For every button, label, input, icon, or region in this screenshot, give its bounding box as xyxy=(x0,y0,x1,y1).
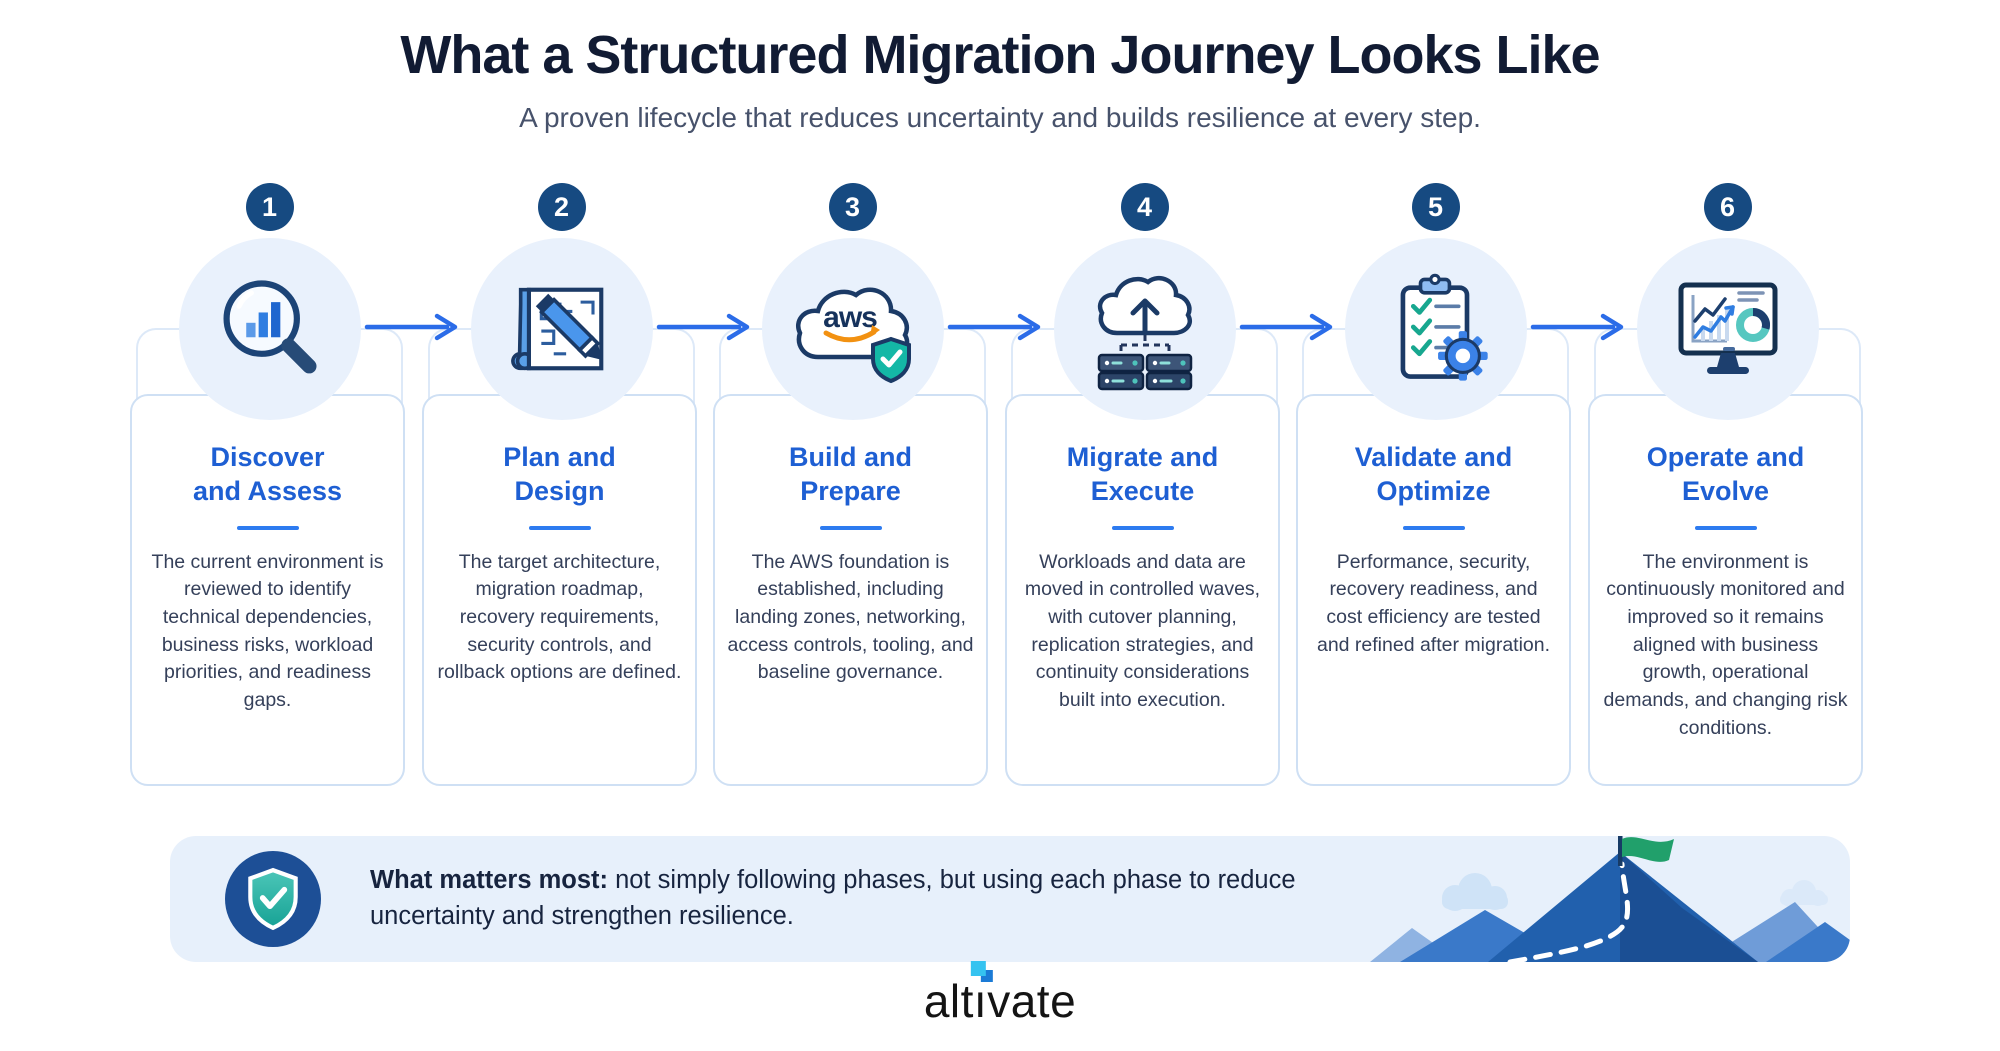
mountain-journey-illustration xyxy=(1370,836,1850,962)
step-icon-circle: aws xyxy=(761,238,944,420)
flow-arrow-icon xyxy=(364,313,458,341)
title-divider xyxy=(236,525,299,530)
step-title: Migrate and Execute xyxy=(1066,442,1219,507)
step-column-discover-assess: 1 Discover and Assess The current enviro… xyxy=(130,0,409,800)
key-message-banner: What matters most: not simply following … xyxy=(170,836,1850,962)
step-column-validate-optimize: 5 xyxy=(1296,0,1575,800)
title-divider xyxy=(528,525,591,530)
flow-arrow-icon xyxy=(947,313,1041,341)
step-icon-circle xyxy=(1344,238,1527,420)
step-title: Build and Prepare xyxy=(789,442,912,507)
step-number-badge: 6 xyxy=(1703,183,1752,231)
step-card: Build and Prepare The AWS foundation is … xyxy=(713,394,988,786)
banner-highlight: What matters most: xyxy=(370,866,609,894)
flow-arrow-icon xyxy=(1530,313,1624,341)
step-description: The current environment is reviewed to i… xyxy=(151,550,384,711)
banner-body: not simply following phases, but using e… xyxy=(370,866,1296,931)
step-title: Discover and Assess xyxy=(192,442,343,507)
step-column-migrate-execute: 4 xyxy=(1005,0,1284,800)
logo-cyan-square-icon xyxy=(970,961,986,976)
monitor-analytics-icon xyxy=(1678,282,1777,374)
title-divider xyxy=(1694,525,1757,530)
step-card: Operate and Evolve The environment is co… xyxy=(1588,394,1863,786)
step-icon-circle xyxy=(178,238,361,420)
step-card: Plan and Design The target architecture,… xyxy=(422,394,697,786)
step-number-badge: 5 xyxy=(1411,183,1460,231)
step-title: Validate and Optimize xyxy=(1354,442,1513,507)
step-icon-circle xyxy=(1053,238,1236,420)
step-title: Plan and Design xyxy=(503,442,616,507)
flow-arrow-icon xyxy=(656,313,750,341)
svg-text:aws: aws xyxy=(823,301,877,334)
title-divider xyxy=(1111,525,1174,530)
step-description: The AWS foundation is established, inclu… xyxy=(727,550,974,684)
step-number-badge: 3 xyxy=(828,183,877,231)
step-number-badge: 2 xyxy=(537,183,586,231)
step-description: The target architecture, migration roadm… xyxy=(437,550,682,684)
step-card: Discover and Assess The current environm… xyxy=(130,394,405,786)
logo-text-post: vate xyxy=(987,975,1077,1027)
flow-arrow-icon xyxy=(1239,313,1333,341)
shield-check-icon xyxy=(248,867,298,931)
step-card: Migrate and Execute Workloads and data a… xyxy=(1005,394,1280,786)
cloud-upload-servers-icon xyxy=(1097,276,1192,391)
step-number-badge: 1 xyxy=(245,183,294,231)
page-title: What a Structured Migration Journey Look… xyxy=(400,25,1600,85)
step-icon-circle xyxy=(1636,238,1819,420)
magnifier-chart-icon xyxy=(223,280,316,374)
step-column-operate-evolve: 6 Operat xyxy=(1588,0,1867,800)
step-column-build-prepare: 3 aws Build and Prepare The AWS foundati… xyxy=(713,0,992,800)
title-divider xyxy=(1402,525,1465,530)
aws-cloud-shield-icon: aws xyxy=(795,287,911,384)
logo-text-pre: alt xyxy=(923,975,974,1027)
step-card: Validate and Optimize Performance, secur… xyxy=(1296,394,1571,786)
step-icon-circle xyxy=(470,238,653,420)
logo-letter-i: ı xyxy=(970,961,993,1028)
page-subtitle: A proven lifecycle that reduces uncertai… xyxy=(519,102,1481,133)
checklist-gear-icon xyxy=(1400,273,1488,381)
title-divider xyxy=(819,525,882,530)
step-description: Workloads and data are moved in controll… xyxy=(1024,550,1261,711)
step-column-plan-design: 2 xyxy=(422,0,701,800)
step-description: The environment is continuously monitore… xyxy=(1603,550,1848,739)
step-description: Performance, security, recovery readines… xyxy=(1316,550,1551,656)
step-number-badge: 4 xyxy=(1120,183,1169,231)
blueprint-pencil-icon xyxy=(510,287,603,371)
shield-badge xyxy=(225,851,321,947)
banner-message: What matters most: not simply following … xyxy=(370,862,1400,934)
step-title: Operate and Evolve xyxy=(1646,442,1805,507)
